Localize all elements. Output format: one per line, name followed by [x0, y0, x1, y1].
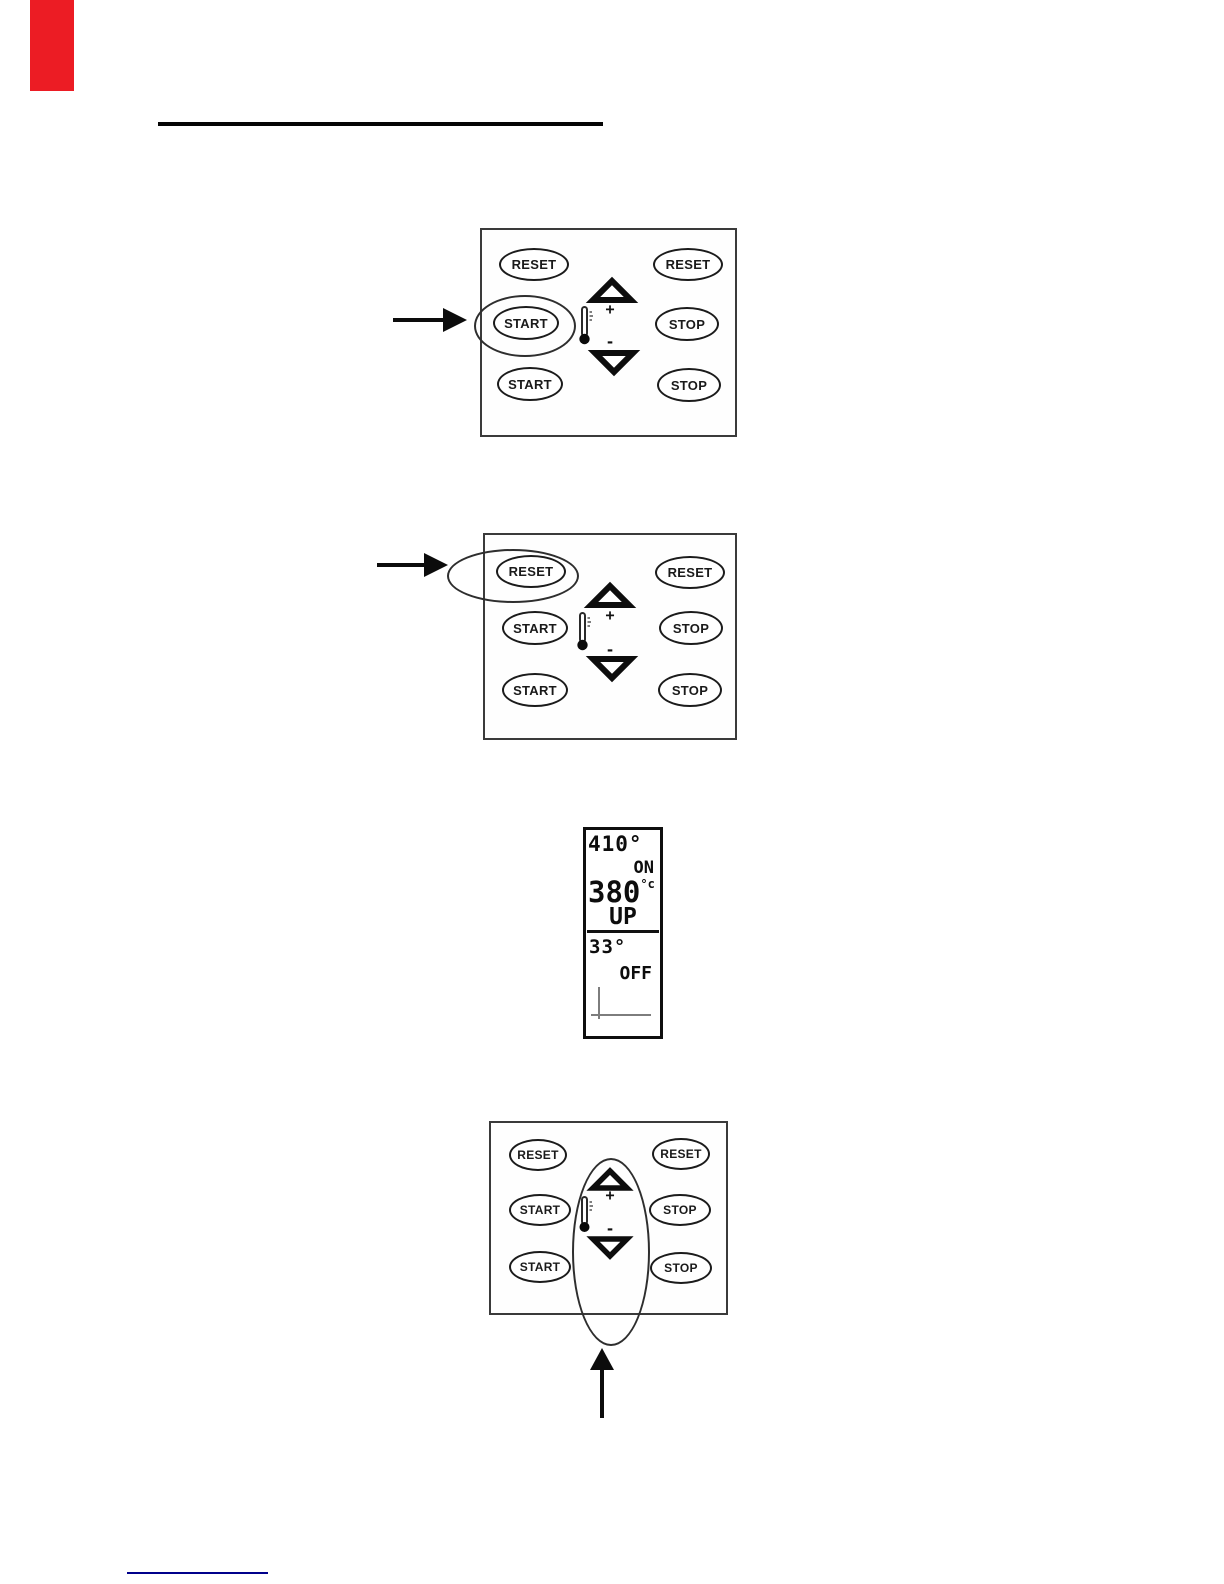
display-divider: [587, 930, 659, 933]
lower-temp-value: 33°: [589, 936, 627, 958]
stop-button[interactable]: STOP: [658, 673, 722, 707]
axis-vertical-line: [598, 987, 600, 1019]
plus-label: +: [605, 300, 615, 318]
temperature-display: 410° ON 380°c UP 33° OFF: [583, 827, 663, 1039]
stop-button[interactable]: STOP: [657, 368, 721, 402]
up-arrow-icon[interactable]: [585, 276, 639, 303]
reset-button[interactable]: RESET: [652, 1138, 710, 1170]
reset-button[interactable]: RESET: [499, 248, 569, 281]
minus-label: -: [605, 641, 615, 659]
upper-temp-value: 410°: [588, 832, 643, 856]
right-arrow-icon: [443, 308, 467, 332]
axis-horizontal-line: [591, 1014, 651, 1016]
thermometer-icon: [577, 612, 591, 651]
celsius-unit: °c: [640, 877, 655, 891]
start-button[interactable]: START: [502, 673, 568, 707]
stop-button[interactable]: STOP: [655, 307, 719, 341]
up-arrow-icon[interactable]: [583, 581, 637, 608]
stop-button[interactable]: STOP: [650, 1252, 712, 1284]
callout-arrow-line: [393, 318, 445, 322]
setpoint-value: 380°c: [588, 875, 655, 909]
up-arrow-icon: [590, 1348, 614, 1370]
start-button[interactable]: START: [502, 611, 568, 645]
callout-arrow-line: [600, 1368, 604, 1418]
heading-underline-rule: [158, 122, 603, 126]
down-arrow-icon[interactable]: [587, 350, 641, 377]
control-panel-figure-3: RESET START START RESET STOP STOP + -: [489, 1121, 728, 1346]
reset-button[interactable]: RESET: [655, 556, 725, 589]
callout-arrow-line: [377, 563, 426, 567]
off-label: OFF: [619, 963, 652, 984]
stop-button[interactable]: STOP: [659, 611, 723, 645]
down-arrow-icon[interactable]: [585, 656, 639, 683]
control-panel-figure-1: RESET START START RESET STOP STOP + -: [474, 228, 737, 437]
reset-button[interactable]: RESET: [653, 248, 723, 281]
highlight-ellipse: [572, 1158, 650, 1346]
reset-button[interactable]: RESET: [509, 1139, 567, 1171]
stop-button[interactable]: STOP: [649, 1194, 711, 1226]
start-button[interactable]: START: [509, 1194, 571, 1226]
on-label: ON: [633, 858, 654, 878]
direction-label: UP: [609, 904, 637, 930]
page-corner-red-marker: [30, 0, 74, 91]
start-button[interactable]: START: [497, 367, 563, 401]
highlight-ellipse: [474, 295, 576, 357]
start-button[interactable]: START: [509, 1251, 571, 1283]
setpoint-number: 380: [588, 875, 641, 909]
thermometer-icon: [579, 306, 593, 345]
minus-label: -: [605, 333, 615, 351]
highlight-ellipse: [447, 549, 579, 603]
control-panel-figure-2: RESET START START RESET STOP STOP + -: [447, 533, 737, 740]
right-arrow-icon: [424, 553, 448, 577]
footer-link-underline: [127, 1572, 268, 1574]
plus-label: +: [605, 606, 615, 624]
